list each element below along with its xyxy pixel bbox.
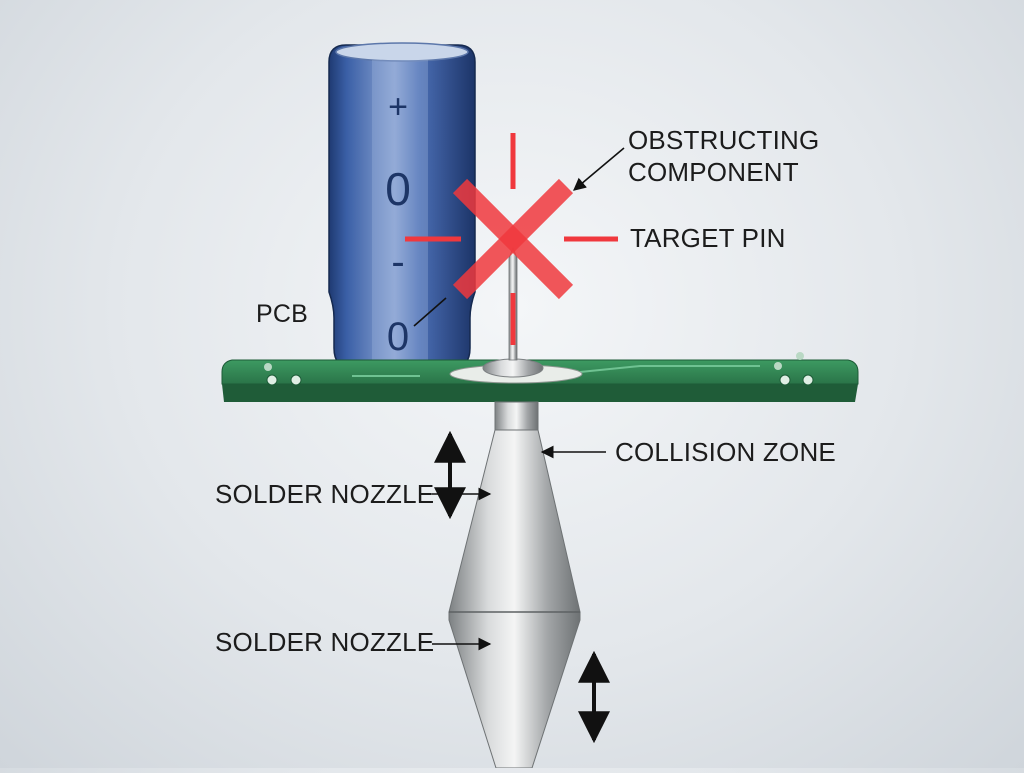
capacitor-mark-plus: + xyxy=(388,88,408,126)
pcb-board xyxy=(221,352,859,402)
pcb-hole xyxy=(779,374,791,386)
label-obstructing-component: OBSTRUCTING COMPONENT xyxy=(628,124,819,188)
crosshair-x-stroke xyxy=(452,178,574,300)
crosshair xyxy=(405,133,618,345)
label-obstructing-line2: COMPONENT xyxy=(628,157,799,187)
nozzle-lower-cone xyxy=(448,611,581,769)
label-pcb: PCB xyxy=(256,300,309,328)
label-target-pin: TARGET PIN xyxy=(630,223,786,253)
label-obstructing-line1: OBSTRUCTING xyxy=(628,125,820,155)
solder-nozzle xyxy=(448,401,581,769)
annotations xyxy=(413,147,625,744)
label-collision-zone: COLLISION ZONE xyxy=(615,437,836,467)
capacitor-mark-zero-2: 0 xyxy=(387,315,409,359)
label-solder-nozzle-lower: SOLDER NOZZLE xyxy=(215,627,435,657)
capacitor-mark-minus: - xyxy=(391,240,404,284)
capacitor-sleeve-stripe xyxy=(372,60,428,366)
pcb-hole xyxy=(796,352,804,360)
capacitor-body xyxy=(328,44,476,369)
pcb-hole xyxy=(774,362,782,370)
pcb-hole xyxy=(290,374,302,386)
capacitor-mark-zero-1: 0 xyxy=(385,163,411,215)
capacitor-top-rim xyxy=(335,42,469,62)
solder-joint xyxy=(482,358,544,378)
pcb-trace xyxy=(579,365,760,373)
pcb-hole xyxy=(266,374,278,386)
nozzle-neck xyxy=(494,401,539,431)
label-solder-nozzle-upper: SOLDER NOZZLE xyxy=(215,479,435,509)
pcb-hole xyxy=(802,374,814,386)
pcb-hole xyxy=(264,363,272,371)
leader-pcb xyxy=(413,297,447,327)
capacitor: + 0 - 0 xyxy=(328,42,476,369)
nozzle-upper-cone xyxy=(448,429,581,613)
pcb-side xyxy=(222,384,858,402)
leader-obstructing xyxy=(573,147,625,191)
